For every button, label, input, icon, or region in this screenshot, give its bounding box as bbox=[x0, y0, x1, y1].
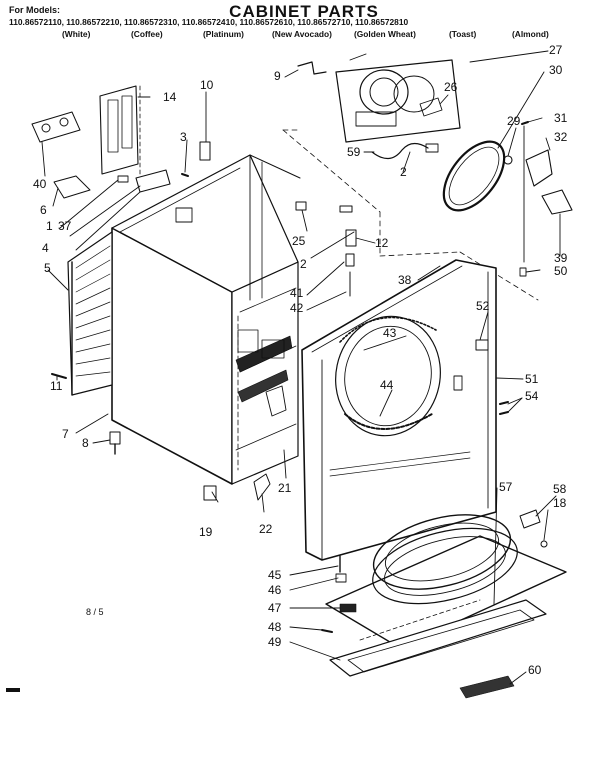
lower-parts bbox=[52, 374, 346, 632]
callout-52: 52 bbox=[476, 299, 490, 313]
callout-40: 40 bbox=[33, 177, 47, 191]
callout-4: 4 bbox=[42, 241, 49, 255]
callout-2b: 2 bbox=[400, 165, 407, 179]
motor-assembly bbox=[336, 54, 460, 142]
callout-8: 8 bbox=[82, 436, 89, 450]
page-footnote: 8 / 5 bbox=[86, 607, 104, 617]
callout-39: 39 bbox=[554, 251, 568, 265]
wire-harness bbox=[372, 143, 428, 158]
callout-6: 6 bbox=[40, 203, 47, 217]
callout-45: 45 bbox=[268, 568, 282, 582]
page-title: CABINET PARTS bbox=[229, 2, 379, 21]
callout-48: 48 bbox=[268, 620, 282, 634]
callout-11: 11 bbox=[50, 379, 63, 393]
color-almond: (Almond) bbox=[512, 29, 549, 39]
models-label: For Models: bbox=[9, 5, 60, 15]
color-white: (White) bbox=[62, 29, 91, 39]
drive-belt bbox=[432, 131, 516, 221]
callout-49: 49 bbox=[268, 635, 282, 649]
callout-1: 1 bbox=[46, 219, 53, 233]
callout-21: 21 bbox=[278, 481, 292, 495]
callout-22: 22 bbox=[259, 522, 273, 536]
model-numbers: 110.86572110, 110.86572210, 110.86572310… bbox=[9, 17, 409, 27]
callout-3: 3 bbox=[180, 130, 187, 144]
leader-lines bbox=[42, 51, 560, 684]
callout-14: 14 bbox=[163, 90, 177, 104]
callout-26: 26 bbox=[444, 80, 458, 94]
callout-42: 42 bbox=[290, 301, 304, 315]
color-new-avocado: (New Avocado) bbox=[272, 29, 332, 39]
callout-54: 54 bbox=[525, 389, 539, 403]
right-small-parts bbox=[504, 122, 572, 276]
color-toast: (Toast) bbox=[449, 29, 477, 39]
callout-18: 18 bbox=[553, 496, 567, 510]
callout-41: 41 bbox=[290, 286, 304, 300]
callout-27: 27 bbox=[549, 43, 563, 57]
callout-32: 32 bbox=[554, 130, 568, 144]
color-platinum: (Platinum) bbox=[203, 29, 244, 39]
cabinet-body bbox=[112, 155, 300, 484]
callout-57: 57 bbox=[499, 480, 513, 494]
callout-19: 19 bbox=[199, 525, 213, 539]
callout-37: 37 bbox=[58, 219, 72, 233]
color-golden-wheat: (Golden Wheat) bbox=[354, 29, 416, 39]
color-coffee: (Coffee) bbox=[131, 29, 163, 39]
callout-46: 46 bbox=[268, 583, 282, 597]
callout-5: 5 bbox=[44, 261, 51, 275]
edge-mark bbox=[6, 688, 20, 692]
callout-51: 51 bbox=[525, 372, 539, 386]
callout-7: 7 bbox=[62, 427, 69, 441]
rear-panel-outline bbox=[283, 130, 538, 300]
callout-12: 12 bbox=[375, 236, 389, 250]
callout-59: 59 bbox=[347, 145, 361, 159]
callout-29: 29 bbox=[507, 114, 521, 128]
callout-44: 44 bbox=[380, 378, 394, 392]
callout-58: 58 bbox=[553, 482, 567, 496]
door-assembly bbox=[326, 502, 566, 698]
callout-9: 9 bbox=[274, 69, 281, 83]
callout-50: 50 bbox=[554, 264, 568, 278]
callout-47: 47 bbox=[268, 601, 282, 615]
callout-2a: 2 bbox=[300, 257, 307, 271]
side-panel bbox=[68, 232, 112, 395]
callout-10: 10 bbox=[200, 78, 214, 92]
callout-43: 43 bbox=[383, 326, 397, 340]
control-components bbox=[32, 62, 326, 198]
callout-25: 25 bbox=[292, 234, 306, 248]
callout-38: 38 bbox=[398, 273, 412, 287]
callout-60: 60 bbox=[528, 663, 542, 677]
callout-30: 30 bbox=[549, 63, 563, 77]
callout-31: 31 bbox=[554, 111, 568, 125]
